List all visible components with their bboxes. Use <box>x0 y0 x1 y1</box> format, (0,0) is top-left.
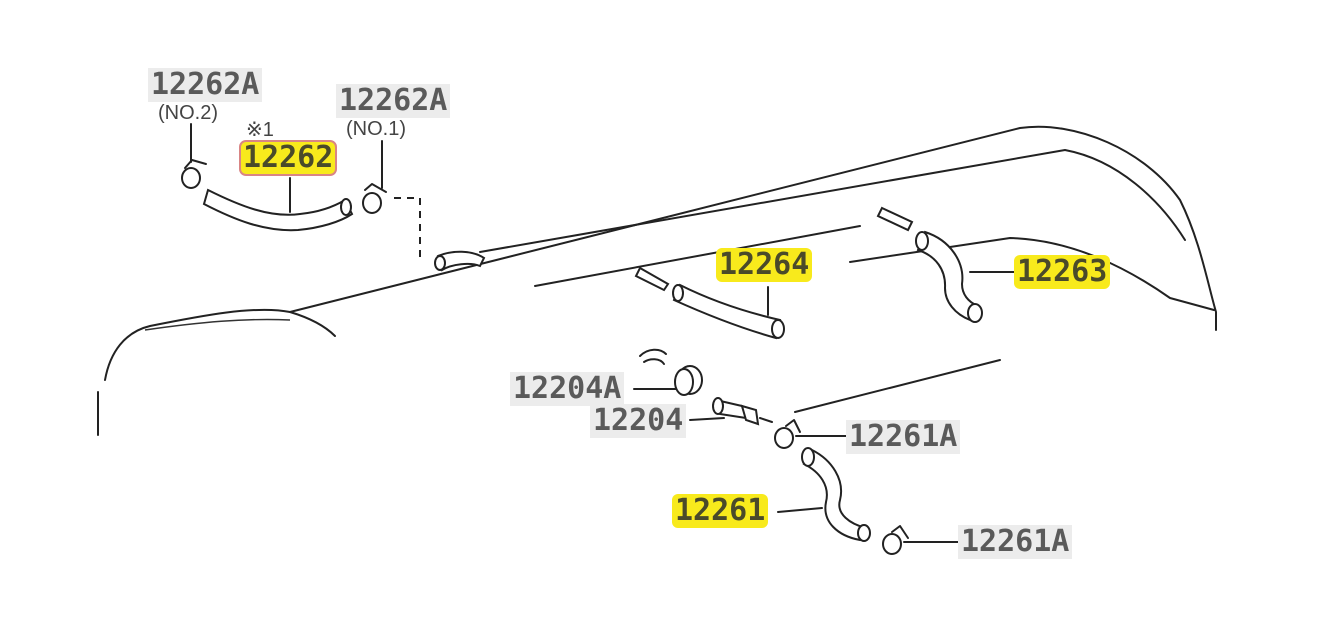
clamp-12261A-lower-drawing <box>882 525 909 555</box>
part-number-12261A-lower: 12261A <box>958 525 1073 559</box>
part-number-12262A-no1: 12262A <box>336 84 451 118</box>
clamp-no2-drawing <box>181 159 207 189</box>
pipe-stub-left <box>434 250 486 272</box>
part-number-12204A: 12204A <box>510 372 625 406</box>
part-number-12204: 12204 <box>590 404 687 438</box>
part-number-12263: 12263 <box>1014 255 1111 289</box>
part-note-no1: (NO.1) <box>346 118 406 140</box>
part-number-12264: 12264 <box>716 248 813 282</box>
part-note-no2: (NO.2) <box>158 102 218 124</box>
part-number-12261: 12261 <box>672 494 769 528</box>
pcv-valve-12204-drawing <box>712 397 760 426</box>
part-number-12261A-upper: 12261A <box>846 420 961 454</box>
clamp-12261A-upper-drawing <box>774 419 801 449</box>
clamp-no1-drawing <box>362 183 387 214</box>
part-number-12262A-no2: 12262A <box>148 68 263 102</box>
hose-12264 <box>634 266 785 340</box>
grommet-12204A-drawing <box>639 348 703 396</box>
hose-12261 <box>801 447 871 542</box>
hose-12262 <box>202 188 354 232</box>
part-mark-note-1: ※1 <box>246 119 274 141</box>
hose-12263 <box>876 206 983 323</box>
part-number-12262: 12262 <box>238 140 338 176</box>
leader-lines <box>190 123 1017 543</box>
